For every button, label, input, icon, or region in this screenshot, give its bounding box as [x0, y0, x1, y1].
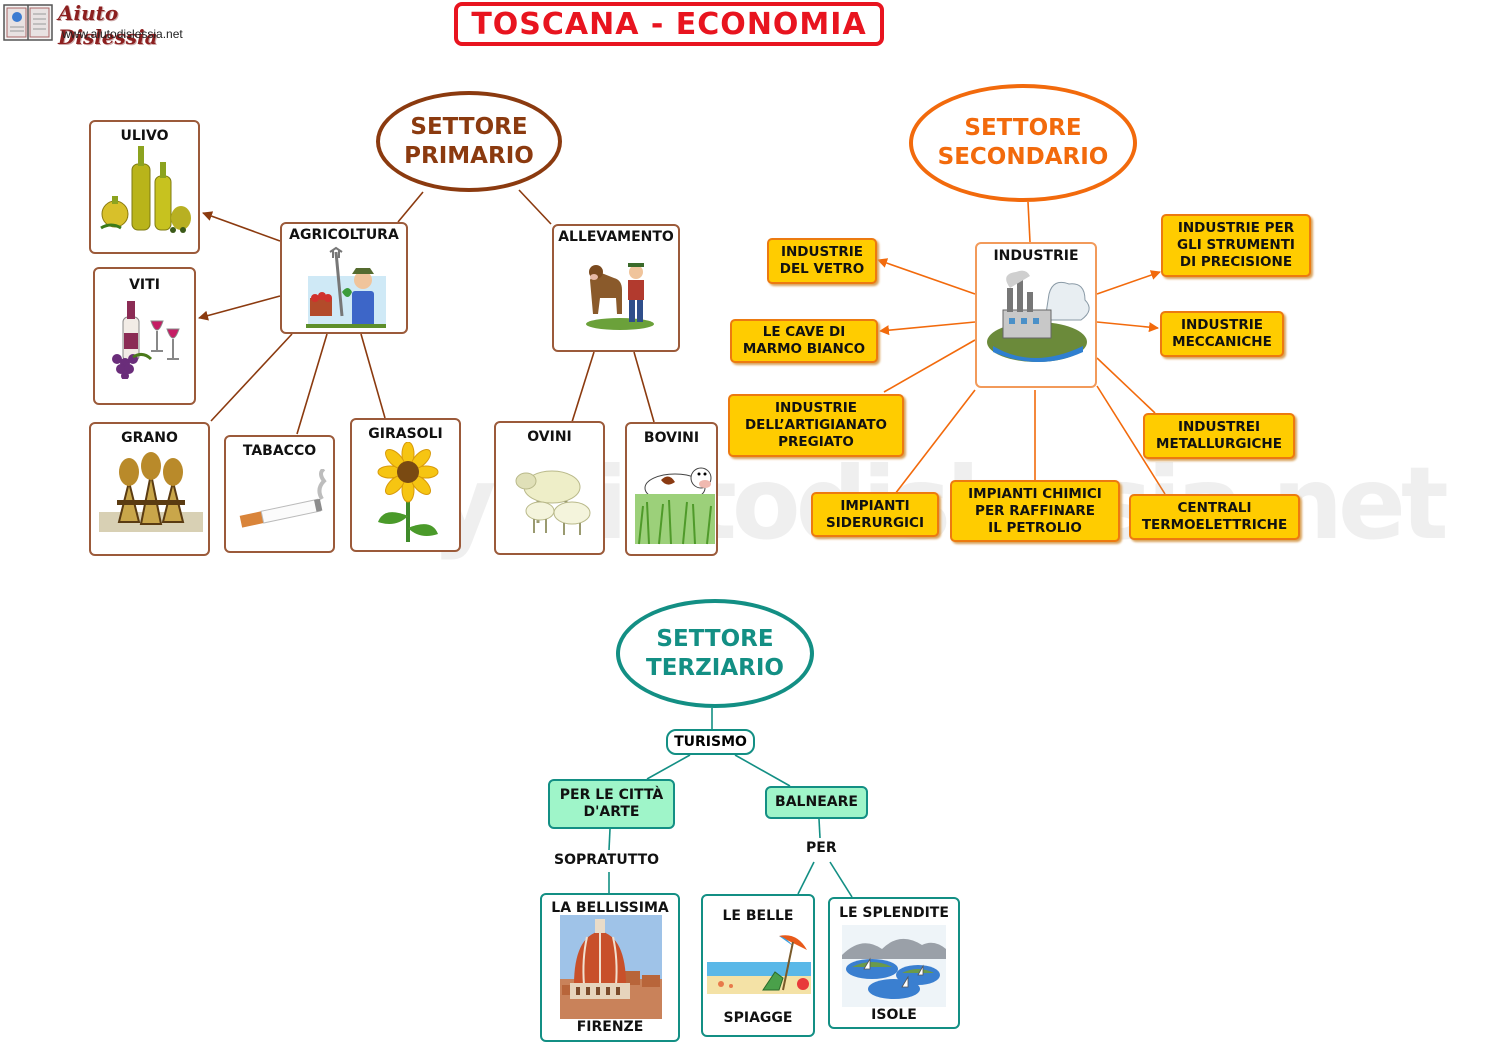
impianti-chimici[interactable]: IMPIANTI CHIMICI PER RAFFINARE IL PETROL…	[950, 480, 1120, 542]
settore-terziario[interactable]: SETTORE TERZIARIO	[616, 599, 814, 708]
firenze-bottom-label: FIRENZE	[576, 1019, 644, 1035]
olive-oil-icon	[99, 142, 195, 238]
allevamento-node[interactable]: ALLEVAMENTO	[552, 224, 680, 352]
wine-icon	[107, 299, 187, 383]
farmer-cow-icon	[582, 250, 658, 334]
sunflower-icon	[362, 441, 452, 546]
firenze-top-label: LA BELLISSIMA	[551, 900, 669, 916]
bovini-node[interactable]: BOVINI	[625, 422, 718, 556]
girasoli-label: GIRASOLI	[368, 426, 443, 442]
sopratutto-label: SOPRATUTTO	[554, 852, 660, 868]
farmer-icon	[302, 246, 388, 334]
grano-node[interactable]: GRANO	[89, 422, 210, 556]
per-label: PER	[806, 840, 837, 856]
industrie-strumenti-precisione[interactable]: INDUSTRIE PER GLI STRUMENTI DI PRECISION…	[1161, 214, 1311, 277]
sheep-icon	[506, 453, 600, 541]
florence-dome-icon	[560, 915, 662, 1023]
primario-lines	[198, 189, 655, 435]
isole-top-label: LE SPLENDITE	[839, 905, 949, 921]
viti-node[interactable]: VITI	[93, 267, 196, 405]
beach-umbrella-icon	[707, 932, 811, 1000]
centrali-termoelettriche[interactable]: CENTRALI TERMOELETTRICHE	[1129, 494, 1300, 540]
turismo-label: TURISMO	[674, 734, 747, 750]
cave-marmo-bianco[interactable]: LE CAVE DI MARMO BIANCO	[730, 319, 878, 363]
book-icon	[2, 2, 54, 42]
tabacco-node[interactable]: TABACCO	[224, 435, 335, 553]
ulivo-node[interactable]: ULIVO	[89, 120, 200, 254]
industrie-meccaniche[interactable]: INDUSTRIE MECCANICHE	[1160, 311, 1284, 357]
viti-label: VITI	[129, 277, 160, 293]
settore-primario[interactable]: SETTORE PRIMARIO	[376, 91, 562, 192]
spiagge-bottom-label: SPIAGGE	[723, 1010, 793, 1026]
ovini-node[interactable]: OVINI	[494, 421, 605, 555]
logo-url: www.aiutodislessia.net	[62, 27, 183, 41]
agricoltura-label: AGRICOLTURA	[289, 227, 399, 243]
grano-label: GRANO	[121, 430, 178, 446]
cigarette-icon	[236, 467, 330, 533]
citta-arte-node[interactable]: PER LE CITTÀ D'ARTE	[548, 779, 675, 829]
tabacco-label: TABACCO	[242, 443, 317, 459]
isole-node[interactable]: LE SPLENDITE ISOLE	[828, 897, 960, 1029]
impianti-siderurgici[interactable]: IMPIANTI SIDERURGICI	[811, 492, 939, 537]
industrie-metallurgiche[interactable]: INDUSTREI METALLURGICHE	[1143, 413, 1295, 459]
islands-icon	[842, 925, 946, 1011]
ulivo-label: ULIVO	[120, 128, 169, 144]
spiagge-top-label: LE BELLE	[722, 908, 794, 924]
turismo-node[interactable]: TURISMO	[666, 729, 755, 755]
industrie-del-vetro[interactable]: INDUSTRIE DEL VETRO	[767, 238, 877, 284]
page-title: TOSCANA - ECONOMIA	[454, 2, 884, 46]
isole-bottom-label: ISOLE	[871, 1007, 917, 1023]
industrie-label: INDUSTRIE	[993, 248, 1079, 264]
girasoli-node[interactable]: GIRASOLI	[350, 418, 461, 552]
industrie-node[interactable]: INDUSTRIE	[975, 242, 1097, 388]
industrie-artigianato[interactable]: INDUSTRIE DELL’ARTIGIANATO PREGIATO	[728, 394, 904, 457]
factory-icon	[983, 270, 1093, 370]
spiagge-node[interactable]: LE BELLE SPIAGGE	[701, 894, 815, 1037]
firenze-node[interactable]: LA BELLISSIMA FIRENZE	[540, 893, 680, 1042]
wheat-icon	[99, 452, 203, 538]
terziario-lines	[608, 708, 853, 898]
cow-icon	[631, 454, 717, 558]
bovini-label: BOVINI	[643, 430, 700, 446]
balneare-node[interactable]: BALNEARE	[765, 786, 868, 819]
agricoltura-node[interactable]: AGRICOLTURA	[280, 222, 408, 334]
logo[interactable]: Aiuto Dislessia www.aiutodislessia.net	[0, 0, 205, 49]
logo-name: Aiuto Dislessia	[58, 1, 158, 49]
secondario-lines	[877, 201, 1166, 495]
settore-secondario[interactable]: SETTORE SECONDARIO	[909, 84, 1137, 202]
allevamento-label: ALLEVAMENTO	[558, 229, 674, 245]
ovini-label: OVINI	[527, 429, 572, 445]
